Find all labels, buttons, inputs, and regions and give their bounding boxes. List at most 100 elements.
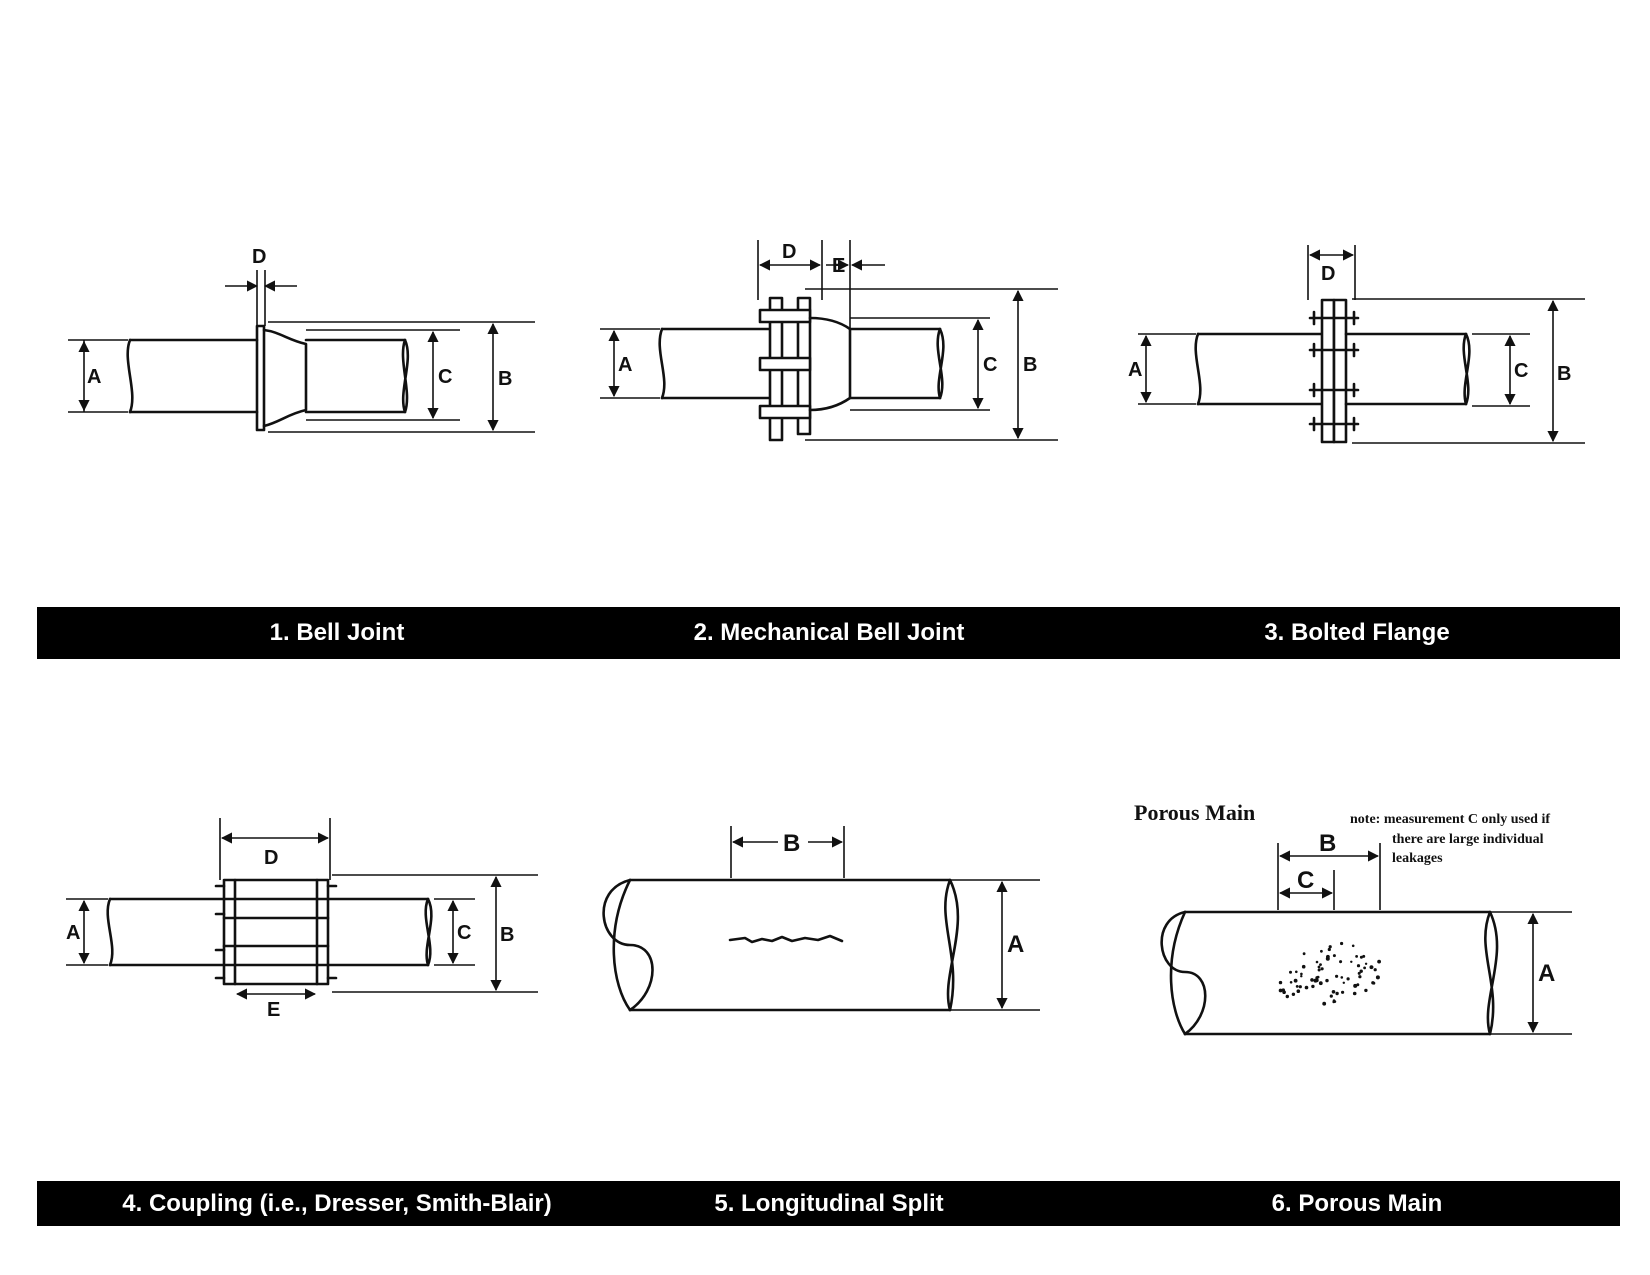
porous-dot — [1300, 972, 1303, 976]
porous-dot — [1364, 988, 1368, 993]
porous-dot — [1359, 955, 1363, 959]
porous-leak-dots — [1278, 941, 1381, 1006]
split-label-b: B — [783, 830, 800, 857]
porous-dot — [1377, 959, 1381, 964]
porous-note-line-3: leakages — [1392, 851, 1443, 866]
porous-dot — [1356, 964, 1361, 968]
porous-main-title: Porous Main — [1134, 800, 1255, 825]
porous-dot — [1340, 976, 1344, 979]
porous-dot — [1355, 955, 1358, 958]
bell-joint-label-d: D — [252, 246, 266, 268]
bolted-flange-diagram: D A C B — [1128, 245, 1585, 444]
porous-dot — [1353, 983, 1358, 988]
porous-dot — [1326, 954, 1330, 959]
mech-joint-label-c: C — [983, 354, 997, 376]
split-label-a: A — [1007, 931, 1024, 958]
caption-band-bottom: 4. Coupling (i.e., Dresser, Smith-Blair)… — [37, 1181, 1620, 1226]
porous-dot — [1359, 969, 1363, 973]
coupling-label-e: E — [267, 999, 280, 1021]
porous-dot — [1329, 994, 1333, 998]
porous-label-a: A — [1538, 960, 1555, 987]
coupling-label-d: D — [264, 847, 278, 869]
porous-dot — [1351, 944, 1355, 948]
flange-label-d: D — [1321, 263, 1335, 285]
porous-dot — [1332, 954, 1336, 958]
bell-joint-label-b: B — [498, 368, 512, 390]
mech-joint-label-d: D — [782, 241, 796, 263]
flange-label-b: B — [1557, 363, 1571, 385]
porous-dot — [1278, 988, 1283, 993]
mech-joint-label-a: A — [618, 354, 632, 376]
mech-joint-label-e: E — [832, 255, 845, 277]
porous-dot — [1350, 960, 1353, 963]
porous-dot — [1304, 985, 1309, 990]
porous-note-line-1: note: measurement C only used if — [1350, 812, 1550, 827]
porous-dot — [1333, 1000, 1337, 1003]
mech-joint-label-b: B — [1023, 354, 1037, 376]
porous-dot — [1319, 963, 1322, 966]
porous-dot — [1301, 964, 1306, 969]
porous-dot — [1363, 966, 1366, 970]
porous-dot — [1315, 960, 1319, 964]
porous-dot — [1296, 989, 1301, 993]
porous-label-b: B — [1319, 830, 1336, 857]
porous-dot — [1356, 983, 1360, 987]
porous-dot — [1346, 977, 1350, 981]
porous-dot — [1278, 980, 1283, 985]
porous-label-c: C — [1297, 867, 1314, 894]
coupling-label-a: A — [66, 922, 80, 944]
caption-porous-main: 6. Porous Main — [1271, 1189, 1443, 1217]
flange-label-c: C — [1514, 360, 1528, 382]
porous-dot — [1375, 975, 1380, 980]
porous-dot — [1295, 985, 1299, 988]
flange-label-a: A — [1128, 359, 1142, 381]
porous-dot — [1300, 975, 1303, 978]
coupling-diagram: D E A C B — [66, 818, 538, 1021]
porous-dot — [1295, 970, 1298, 974]
bell-joint-diagram: D A C B — [68, 246, 535, 433]
porous-dot — [1373, 968, 1377, 972]
coupling-label-c: C — [457, 922, 471, 944]
porous-dot — [1341, 990, 1345, 994]
porous-dot — [1340, 941, 1344, 946]
caption-mechanical-bell-joint: 2. Mechanical Bell Joint — [693, 619, 965, 646]
porous-dot — [1282, 990, 1286, 994]
porous-dot — [1322, 1001, 1327, 1006]
bell-joint-label-c: C — [438, 366, 452, 388]
caption-bell-joint: 1. Bell Joint — [269, 619, 405, 646]
porous-dot — [1362, 954, 1366, 958]
porous-dot — [1320, 949, 1323, 953]
porous-dot — [1310, 978, 1314, 982]
coupling-label-b: B — [500, 924, 514, 946]
porous-dot — [1317, 965, 1321, 969]
porous-dot — [1298, 985, 1302, 989]
porous-dot — [1342, 981, 1346, 984]
caption-bolted-flange: 3. Bolted Flange — [1264, 619, 1450, 646]
caption-longitudinal-split: 5. Longitudinal Split — [714, 1189, 944, 1217]
porous-dot — [1317, 968, 1321, 972]
porous-dot — [1357, 971, 1361, 975]
porous-dot — [1311, 984, 1315, 989]
longitudinal-split-diagram: B A — [602, 826, 1040, 1012]
caption-band-top: 1. Bell Joint 2. Mechanical Bell Joint 3… — [37, 607, 1620, 659]
porous-dot — [1339, 960, 1343, 964]
porous-dot — [1372, 981, 1376, 985]
porous-dot — [1335, 974, 1339, 978]
porous-dot — [1358, 975, 1362, 979]
mechanical-bell-joint-diagram: D E A C B — [600, 240, 1058, 442]
porous-dot — [1289, 981, 1293, 984]
porous-dot — [1289, 970, 1292, 974]
porous-dot — [1291, 992, 1296, 996]
caption-coupling: 4. Coupling (i.e., Dresser, Smith-Blair) — [122, 1189, 552, 1217]
porous-dot — [1331, 990, 1336, 994]
porous-dot — [1285, 994, 1290, 999]
porous-dot — [1302, 952, 1306, 956]
porous-dot — [1314, 978, 1319, 983]
porous-dot — [1335, 991, 1339, 996]
porous-dot — [1325, 978, 1329, 983]
porous-dot — [1328, 945, 1332, 949]
porous-dot — [1352, 991, 1357, 996]
porous-dot — [1370, 965, 1374, 969]
